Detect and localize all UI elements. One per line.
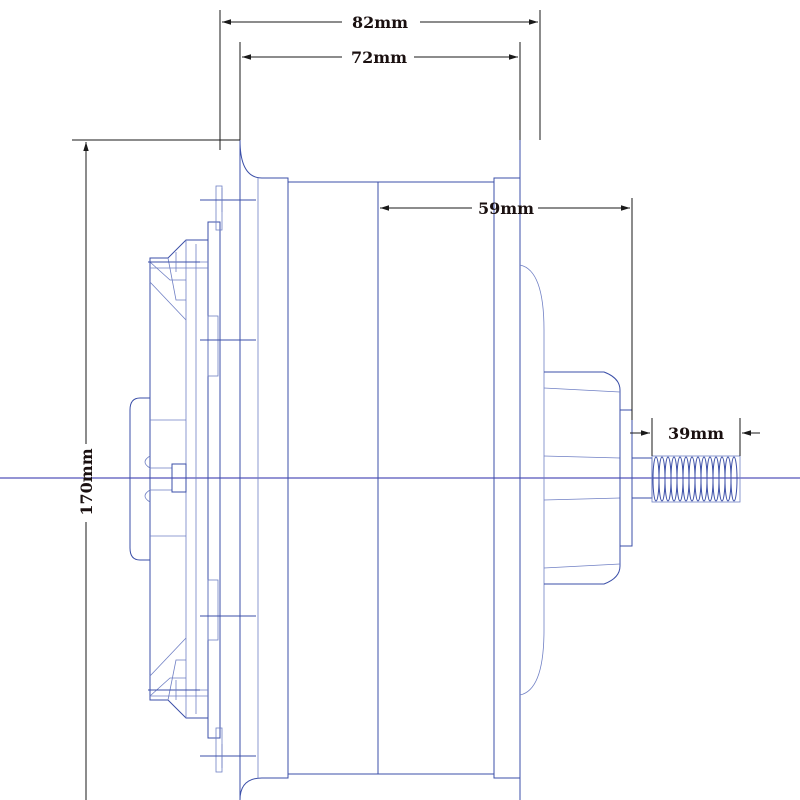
thread-coil	[730, 456, 738, 502]
thread-coil	[724, 456, 732, 502]
left-hub-cap	[129, 397, 187, 561]
dimension-72mm: 72mm	[239, 42, 521, 140]
thread-coil	[682, 456, 690, 502]
dim-label-39mm: 39mm	[668, 424, 724, 443]
thread-coil	[718, 456, 726, 502]
thread-coil	[706, 456, 714, 502]
dim-label-170mm: 170mm	[77, 448, 96, 515]
dim-label-82mm: 82mm	[352, 13, 408, 32]
dimension-39mm: 39mm	[630, 418, 760, 456]
thread-coil	[652, 456, 660, 502]
dimension-82mm: 82mm	[219, 10, 541, 150]
thread-coil	[658, 456, 666, 502]
dim-label-59mm: 59mm	[478, 199, 534, 218]
thread-coil	[694, 456, 702, 502]
bolt-markers	[148, 188, 256, 768]
rim-outline	[239, 139, 545, 800]
thread-coil	[688, 456, 696, 502]
threaded-axle	[651, 455, 741, 503]
dim-label-72mm: 72mm	[351, 48, 407, 67]
thread-coil	[670, 456, 678, 502]
thread-coil	[700, 456, 708, 502]
thread-coil	[712, 456, 720, 502]
thread-coil	[664, 456, 672, 502]
thread-coil	[676, 456, 684, 502]
dimension-59mm: 59mm	[380, 198, 633, 420]
dimension-170mm: 170mm	[72, 139, 240, 800]
